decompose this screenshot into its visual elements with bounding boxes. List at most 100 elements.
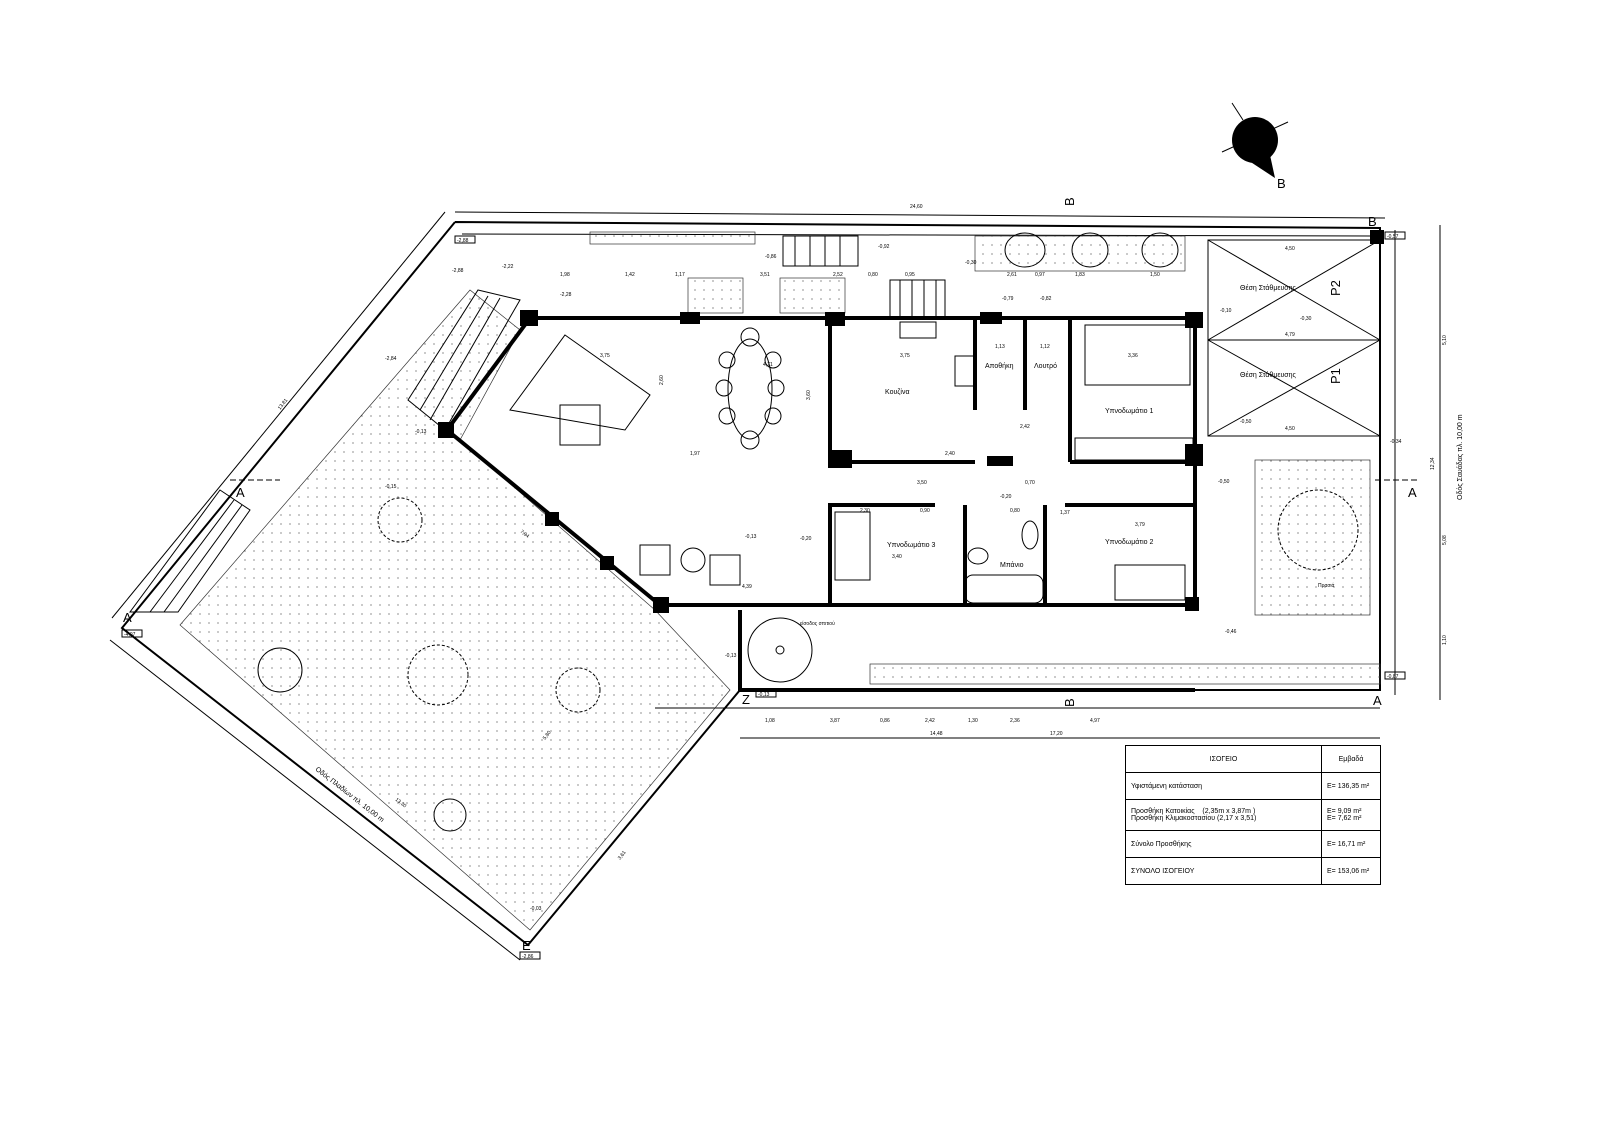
dimension: 5,10 xyxy=(1442,335,1448,345)
dimension: 0,90 xyxy=(920,508,930,514)
dimension: 1,10 xyxy=(1442,635,1448,645)
dimension: 2,52 xyxy=(833,272,843,278)
entrance-label: είσοδος σπιτιού xyxy=(800,620,835,627)
row-value: E= 16,71 m² xyxy=(1321,830,1381,858)
level-marker: -0,30 xyxy=(1300,316,1312,322)
dimension: 3,61 xyxy=(617,850,628,862)
level-tag: -2,88 xyxy=(457,238,469,244)
dimension: 2,30 xyxy=(860,508,870,514)
room-label-wc: Λουτρό xyxy=(1034,362,1057,370)
dimensions-top: 24,60 1,98 1,42 1,17 3,51 2,52 0,80 0,95… xyxy=(560,204,1160,278)
row-label: Σύνολο Προσθήκης xyxy=(1125,830,1322,858)
level-markers: -2,22 -2,88 -2,28 -2,84 -0,92 -0,86 -0,3… xyxy=(385,244,1402,912)
row-label: Προσθήκη Κατοικίας (2,35m x 3,87m )Προσθ… xyxy=(1125,799,1322,831)
dimension: 4,71 xyxy=(763,362,773,368)
planter-top xyxy=(589,231,756,245)
dimension: 0,97 xyxy=(1035,272,1045,278)
dimension: 12,34 xyxy=(1430,457,1436,470)
dimension: 1,13 xyxy=(995,344,1005,350)
street-label-east: Οδός Σαυάδας πλ. 10,00 m xyxy=(1456,414,1464,500)
dimension: 0,95 xyxy=(905,272,915,278)
level-marker: -0,20 xyxy=(1000,494,1012,500)
header-area: Εμβαδά xyxy=(1321,745,1381,773)
area-table: ΙΣΟΓΕΙΟ Εμβαδά Υφιστάμενη κατάσταση E= 1… xyxy=(1125,745,1381,885)
level-marker: -0,82 xyxy=(1040,296,1052,302)
room-label-bedroom-1: Υπνοδωμάτιο 1 xyxy=(1105,407,1153,415)
dimension: 0,70 xyxy=(1025,480,1035,486)
dimension: 17,20 xyxy=(1050,731,1063,737)
dimension: 3,40 xyxy=(892,554,902,560)
row-label-line-1: Προσθήκη Κατοικίας (2,35m x 3,87m ) xyxy=(1131,808,1256,815)
parking-label-1: Θέση Στάθμευσης xyxy=(1240,371,1297,379)
level-marker: -0,13 xyxy=(725,653,737,659)
header-title: ΙΣΟΓΕΙΟ xyxy=(1125,745,1322,773)
dimension: 2,60 xyxy=(659,375,665,385)
row-value-line-2: E= 7,62 m² xyxy=(1327,815,1362,822)
dimension: 5,80 xyxy=(542,730,553,742)
dimension: 3,51 xyxy=(760,272,770,278)
parking-spaces xyxy=(1207,239,1381,437)
dimension: 1,97 xyxy=(690,451,700,457)
planter-a xyxy=(687,277,744,314)
row-label: Υφιστάμενη κατάσταση xyxy=(1125,772,1322,800)
planter-c xyxy=(974,235,1186,272)
dimension: 1,37 xyxy=(1060,510,1070,516)
level-marker: -2,84 xyxy=(385,356,397,362)
level-marker: -0,86 xyxy=(765,254,777,260)
dimension: 0,80 xyxy=(1010,508,1020,514)
dimension: 4,50 xyxy=(1285,426,1295,432)
row-label-line-2: Προσθήκη Κλιμακοστασίου (2,17 x 3,51) xyxy=(1131,815,1257,822)
dimension: 3,50 xyxy=(917,480,927,486)
row-label: ΣΥΝΟΛΟ ΙΣΟΓΕΙΟΥ xyxy=(1125,857,1322,885)
level-marker: -0,34 xyxy=(1390,439,1402,445)
dimension: 4,97 xyxy=(1090,718,1100,724)
dimension: 1,50 xyxy=(1150,272,1160,278)
dimension: 1,12 xyxy=(1040,344,1050,350)
planter-front xyxy=(869,663,1381,685)
table-row: Υφιστάμενη κατάσταση E= 136,35 m² xyxy=(1125,772,1381,800)
dimension: 1,30 xyxy=(968,718,978,724)
level-marker: -2,88 xyxy=(452,268,464,274)
dimension: 4,79 xyxy=(1285,332,1295,338)
dimension: 0,80 xyxy=(868,272,878,278)
level-marker: -0,50 xyxy=(1240,419,1252,425)
garden-yard xyxy=(179,289,731,931)
section-mark-b: B xyxy=(1368,214,1377,229)
area-table-header: ΙΣΟΓΕΙΟ Εμβαδά xyxy=(1125,745,1381,773)
dimension: 1,42 xyxy=(625,272,635,278)
dimension: 3,87 xyxy=(830,718,840,724)
dimension: 14,48 xyxy=(930,731,943,737)
parking-p1: P1 xyxy=(1328,368,1343,384)
level-marker: -0,46 xyxy=(1225,629,1237,635)
level-tag: -2,86 xyxy=(522,954,534,960)
room-label-bedroom-3: Υπνοδωμάτιο 3 xyxy=(887,541,935,549)
level-marker: -0,92 xyxy=(878,244,890,250)
north-arrow-icon: B xyxy=(1221,102,1289,191)
dimension: 3,79 xyxy=(1135,522,1145,528)
parking-label-2: Θέση Στάθμευσης xyxy=(1240,284,1297,292)
garden-label: Πρασιά xyxy=(1318,582,1335,589)
level-tag: -0,87 xyxy=(1387,674,1399,680)
level-marker: -2,28 xyxy=(560,292,572,298)
dimension: 1,08 xyxy=(765,718,775,724)
dining-table xyxy=(727,338,773,440)
furniture xyxy=(509,321,1194,604)
dimension: 3,75 xyxy=(600,353,610,359)
dimension: 1,17 xyxy=(675,272,685,278)
section-mark-a: A xyxy=(1373,693,1382,708)
dimension: 3,36 xyxy=(1128,353,1138,359)
dimension: 7,94 xyxy=(519,529,531,540)
room-label-bath: Μπάνιο xyxy=(1000,561,1024,569)
section-mark-a: A xyxy=(1408,485,1417,500)
level-marker: -0,30 xyxy=(965,260,977,266)
row-value: E= 153,06 m² xyxy=(1321,857,1381,885)
parking-p2: P2 xyxy=(1328,280,1343,296)
dimension: 3,60 xyxy=(806,390,812,400)
trees xyxy=(257,232,1359,832)
level-marker: -0,13 xyxy=(745,534,757,540)
dimension: 0,86 xyxy=(880,718,890,724)
dimension: 4,50 xyxy=(1285,246,1295,252)
level-marker: -0,20 xyxy=(800,536,812,542)
